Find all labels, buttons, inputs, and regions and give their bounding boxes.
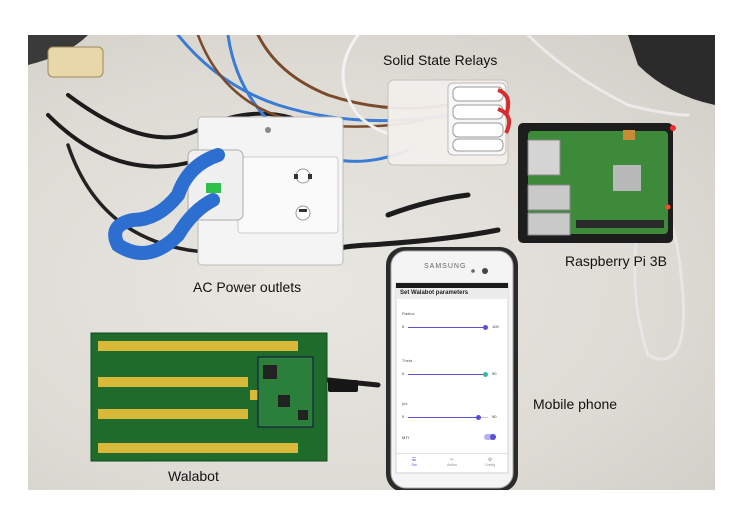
blue-clip [108, 148, 225, 260]
nav-config-label: Config [484, 463, 496, 467]
phi-section: phi 0 90 [402, 401, 502, 424]
theta-slider[interactable] [408, 372, 488, 377]
radius-slider-fill [408, 327, 484, 328]
label-mobile-phone: Mobile phone [533, 396, 618, 412]
theta-label: Theta [402, 358, 413, 363]
nav-set-label: Set [411, 463, 417, 467]
mti-toggle-knob [490, 434, 496, 440]
nav-set[interactable]: ☰ Set [404, 457, 424, 467]
radius-slider[interactable] [408, 325, 488, 330]
phi-max: 90 [492, 414, 497, 419]
mti-row: MTI [402, 433, 502, 443]
nav-action[interactable]: ⇨ Action [442, 457, 462, 467]
gear-icon: ⚙ [487, 457, 493, 463]
solid-state-relays-image [387, 79, 512, 166]
photo: SAMSUNG Set Walabot parameters Radius 5 … [28, 35, 715, 490]
radius-slider-thumb[interactable] [483, 325, 488, 330]
label-walabot: Walabot [168, 468, 219, 484]
radius-section: Radius 5 100 [402, 311, 502, 334]
raspberry-pi-image [518, 123, 676, 243]
usb-cable-plug [328, 380, 358, 392]
radius-min: 5 [402, 324, 405, 329]
theta-slider-thumb[interactable] [483, 372, 488, 377]
radius-max: 100 [492, 324, 499, 329]
phone-screen: SAMSUNG Set Walabot parameters Radius 5 … [396, 263, 508, 474]
action-icon: ⇨ [449, 457, 455, 463]
connector-plug [47, 46, 104, 78]
nav-action-label: Action [447, 463, 457, 467]
phi-min: 0 [402, 414, 405, 419]
app-title: Set Walabot parameters [400, 290, 469, 296]
photo-scene [28, 35, 715, 490]
label-ac-power-outlets: AC Power outlets [193, 279, 302, 295]
label-raspberry-pi: Raspberry Pi 3B [565, 253, 667, 269]
phi-slider[interactable] [408, 415, 488, 420]
theta-section: Theta 0 90 [402, 358, 502, 381]
ac-power-outlet-image [108, 116, 344, 266]
radius-label: Radius [402, 311, 415, 316]
phi-slider-fill [408, 417, 476, 418]
set-icon: ☰ [411, 457, 417, 463]
walabot-board-image [90, 332, 358, 462]
theta-slider-fill [408, 374, 484, 375]
phi-slider-thumb[interactable] [476, 415, 481, 420]
nav-config[interactable]: ⚙ Config [480, 457, 500, 467]
bottom-nav: ☰ Set ⇨ Action ⚙ Config [396, 453, 508, 474]
phi-label: phi [402, 401, 408, 406]
mti-toggle[interactable] [484, 434, 496, 440]
mti-label: MTI [402, 435, 409, 440]
phone-brand: SAMSUNG [424, 263, 467, 270]
mobile-phone-image [386, 247, 518, 490]
label-solid-state-relays: Solid State Relays [383, 52, 498, 68]
dark-object-top-right [628, 35, 715, 105]
theta-max: 90 [492, 371, 497, 376]
theta-min: 0 [402, 371, 405, 376]
